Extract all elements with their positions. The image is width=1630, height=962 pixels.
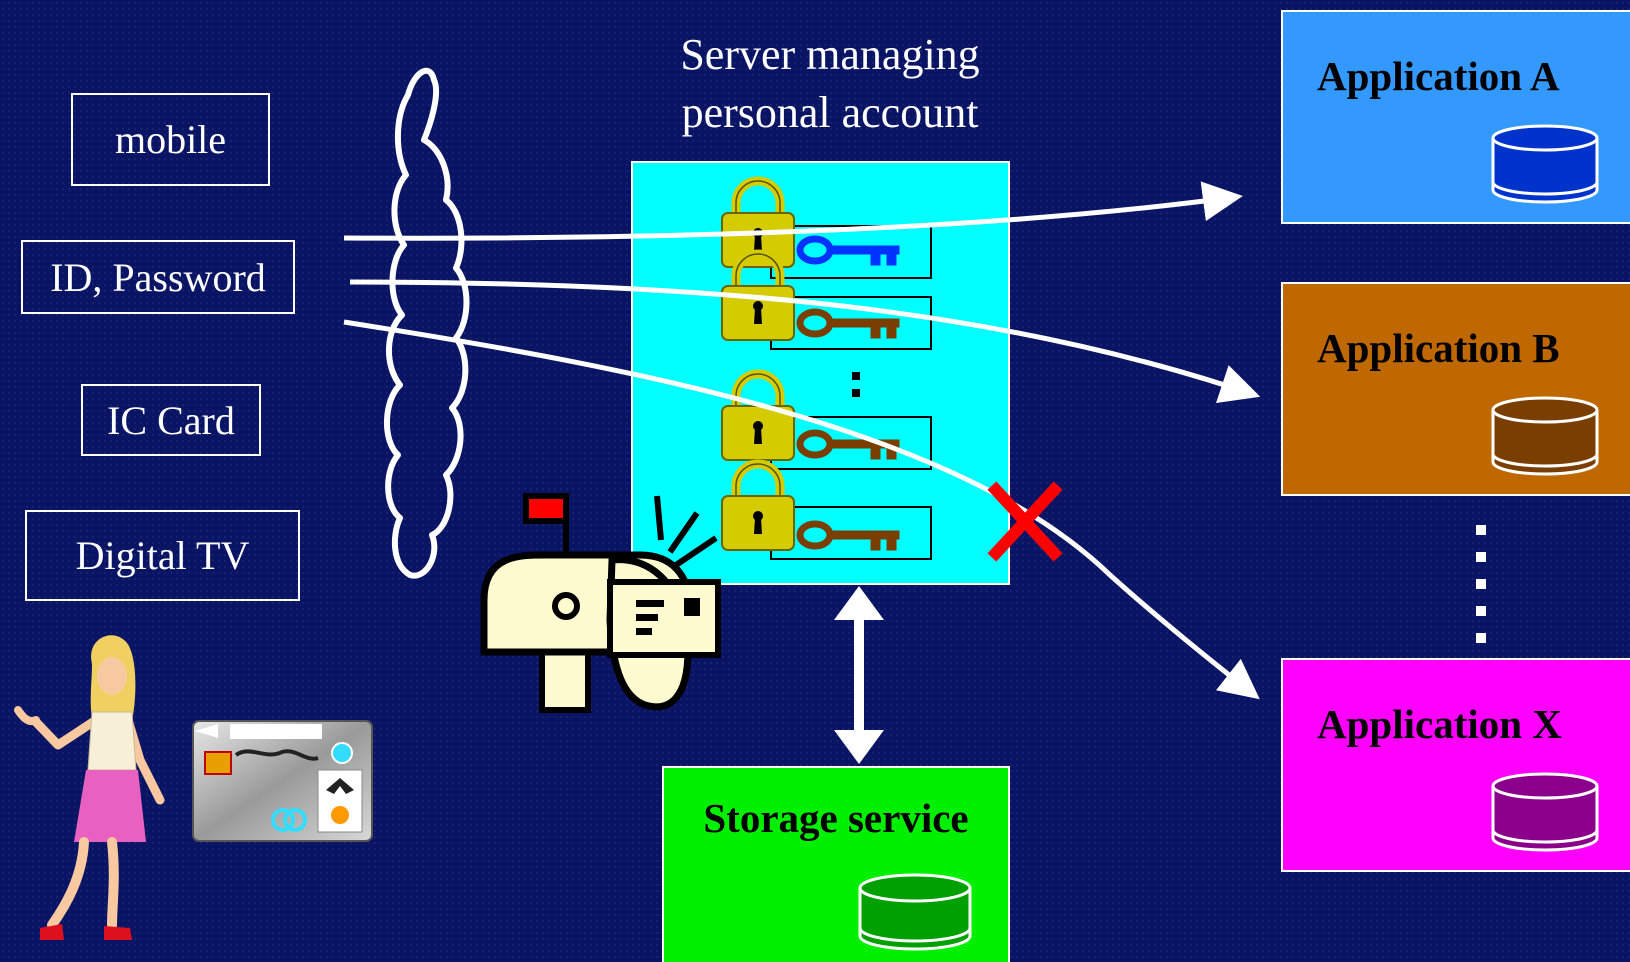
database-icon xyxy=(1491,772,1599,852)
database-icon xyxy=(1491,124,1599,204)
application-b: Application B xyxy=(1281,282,1630,496)
application-ellipsis xyxy=(1476,525,1488,645)
client-id-password-label: ID, Password xyxy=(50,254,266,300)
application-b-name: Application B xyxy=(1317,325,1560,371)
application-a-name: Application A xyxy=(1317,53,1560,99)
client-mobile-label: mobile xyxy=(114,117,227,162)
cloud-icon xyxy=(384,67,470,579)
ic-card-icon xyxy=(192,720,373,842)
arrow-to-application-a xyxy=(343,181,1243,241)
application-x: Application X xyxy=(1281,658,1630,872)
database-icon xyxy=(858,873,972,951)
arrow-to-application-x xyxy=(343,319,1260,700)
database-icon xyxy=(1491,396,1599,476)
client-id-password: ID, Password xyxy=(21,240,295,314)
storage-service: Storage service xyxy=(662,766,1010,962)
server-title-line2: personal account xyxy=(681,88,979,137)
client-digital-tv-label: Digital TV xyxy=(75,533,250,578)
application-x-name: Application X xyxy=(1317,701,1562,747)
client-mobile: mobile xyxy=(71,93,270,186)
deny-x-icon xyxy=(987,481,1063,562)
client-digital-tv: Digital TV xyxy=(25,510,300,601)
server-storage-arrow xyxy=(834,586,884,764)
client-ic-card-label: IC Card xyxy=(107,397,235,443)
storage-service-name: Storage service xyxy=(703,795,969,841)
client-ic-card: IC Card xyxy=(81,384,261,456)
woman-figure-icon xyxy=(14,635,165,940)
application-a: Application A xyxy=(1281,10,1630,224)
server-title: Server managing personal account xyxy=(560,26,1100,142)
server-title-line1: Server managing xyxy=(680,30,980,79)
arrow-to-application-b xyxy=(349,279,1261,404)
lock-ellipsis xyxy=(852,372,860,397)
mailbox-icon xyxy=(480,493,721,713)
